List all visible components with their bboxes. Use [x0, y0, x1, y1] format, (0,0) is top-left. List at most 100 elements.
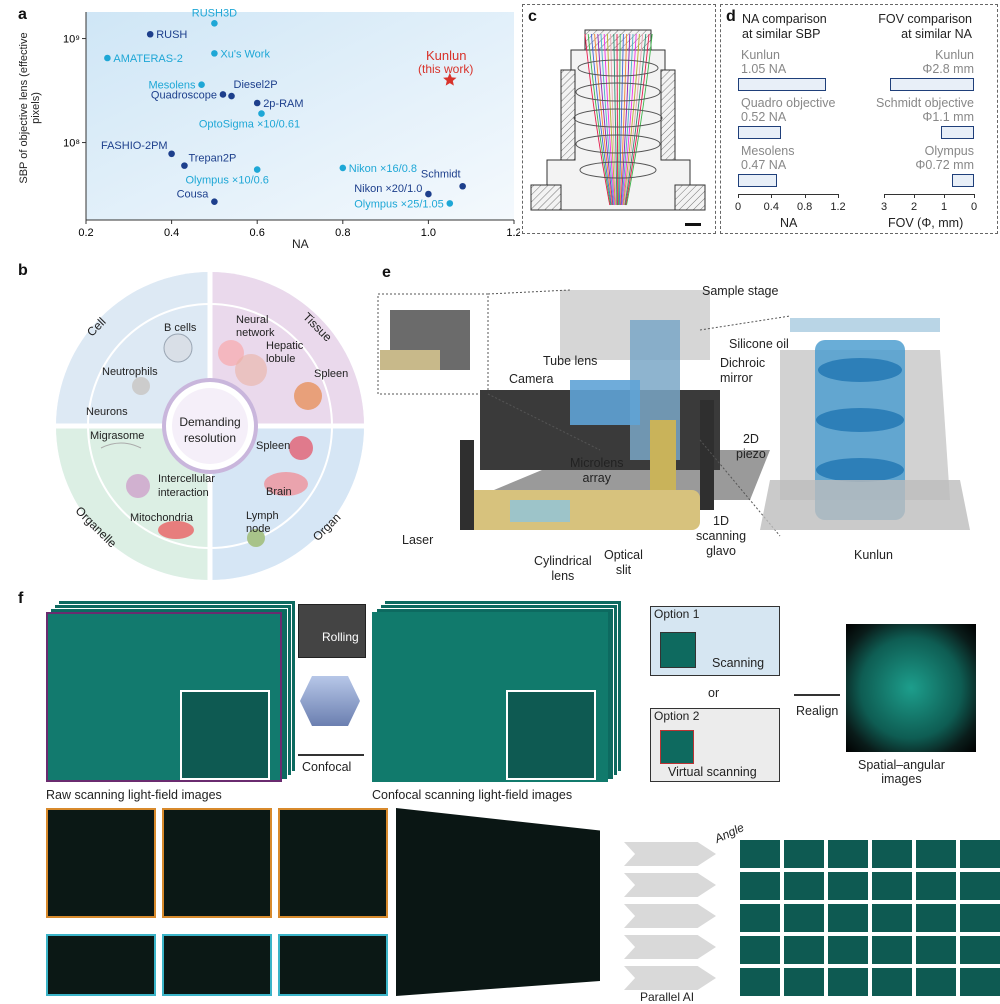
kunlun-sublabel: (this work): [418, 62, 474, 76]
label-kunlun: Kunlun: [854, 548, 893, 562]
point-label: Nikon ×20/1.0: [354, 183, 422, 195]
na-tick-label: 0.8: [797, 201, 813, 213]
na-axis-label: NA: [780, 216, 798, 230]
virtual-scanning-label: Virtual scanning: [668, 765, 757, 779]
fov-tick-label: 0: [970, 201, 978, 213]
point-label: OptoSigma ×10/0.61: [199, 119, 300, 131]
x-tick-label: 0.4: [164, 227, 179, 239]
x-tick-label: 0.6: [250, 227, 265, 239]
panel-c-box: [522, 4, 716, 234]
scatter-point: [446, 200, 454, 207]
light-ray: [594, 33, 613, 206]
raw-image-stack: [46, 600, 296, 785]
angular-tile: [826, 838, 870, 870]
label-tube-lens: Tube lens: [543, 354, 598, 368]
fov-tick-label: 2: [910, 201, 918, 213]
fov-tick: [884, 194, 885, 198]
x-axis-label: NA: [292, 237, 309, 251]
na-tick-label: 0: [734, 201, 742, 213]
angular-tile: [914, 966, 958, 998]
scatter-point: [146, 30, 154, 38]
angular-tile: [870, 934, 914, 966]
spleen-tissue-label: Spleen: [314, 368, 349, 380]
x-tick-label: 1.2: [506, 227, 520, 239]
angular-tile: [914, 902, 958, 934]
spatial-angular-image: [846, 624, 976, 752]
fov-bar: [890, 78, 974, 91]
y-tick-label: 10⁹: [63, 34, 80, 46]
point-label: Olympus ×25/1.05: [354, 198, 444, 210]
angular-tile: [914, 838, 958, 870]
na-bar: [738, 174, 778, 187]
angular-tile: [958, 870, 1000, 902]
light-ray: [590, 33, 612, 206]
neutrophils-label: Neutrophils: [102, 366, 158, 378]
realign-arrow: [794, 694, 840, 696]
confocal-label: Confocal: [302, 760, 352, 774]
angular-tile: [870, 838, 914, 870]
point-label: FASHIO-2PM: [101, 140, 168, 152]
fov-tick-label: 3: [880, 201, 888, 213]
scatter-point: [228, 92, 235, 100]
angular-tile: [958, 934, 1000, 966]
x-tick-label: 1.0: [421, 227, 436, 239]
ai-network-block: [624, 873, 716, 897]
scatter-point: [211, 50, 218, 57]
x-tick-label: 0.8: [335, 227, 350, 239]
option-1-label: Option 1: [654, 607, 700, 621]
ai-network-block: [624, 904, 716, 928]
ai-network-block: [624, 842, 716, 866]
raw-caption: Raw scanning light-field images: [46, 788, 222, 802]
point-label: Diesel2P: [234, 79, 278, 91]
fov-bar: [941, 126, 974, 139]
light-ray: [623, 33, 644, 206]
rolling-shutter-icon: [298, 604, 366, 658]
light-ray: [625, 33, 650, 206]
angular-tile: [738, 966, 782, 998]
scatter-point: [425, 190, 432, 198]
angular-tile: [826, 966, 870, 998]
point-label: Quadroscope: [151, 89, 217, 101]
zoom-volume-4: [46, 934, 156, 996]
panel-letter-b: b: [18, 262, 28, 279]
or-label: or: [708, 686, 720, 700]
angular-tile: [826, 870, 870, 902]
point-label: AMATERAS-2: [113, 53, 182, 65]
scatter-point: [198, 81, 205, 88]
angular-tile: [958, 838, 1000, 870]
scanning-label: Scanning: [712, 656, 765, 670]
scatter-point: [211, 20, 218, 27]
panel-letter-f: f: [18, 590, 24, 607]
na-tick: [838, 194, 839, 198]
point-label: Olympus ×10/0.6: [185, 175, 268, 187]
point-label: Trepan2P: [188, 153, 236, 165]
option-2-label: Option 2: [654, 709, 700, 723]
ai-network-block: [624, 966, 716, 990]
rolling-label: Rolling: [322, 630, 359, 644]
light-ray: [626, 33, 653, 206]
b-cells-label: B cells: [164, 322, 197, 334]
realign-label: Realign: [796, 704, 839, 718]
scatter-point: [459, 182, 466, 190]
angular-tile: [782, 870, 826, 902]
angular-tile: [738, 838, 782, 870]
point-label: RUSH: [156, 29, 187, 41]
parallel-ai-label: Parallel AI: [640, 990, 695, 1004]
y-tick-label: 10⁸: [63, 138, 80, 150]
light-ray: [603, 33, 615, 206]
point-label: Schmidt: [421, 168, 461, 180]
angular-tile: [958, 902, 1000, 934]
angular-tile: [738, 870, 782, 902]
